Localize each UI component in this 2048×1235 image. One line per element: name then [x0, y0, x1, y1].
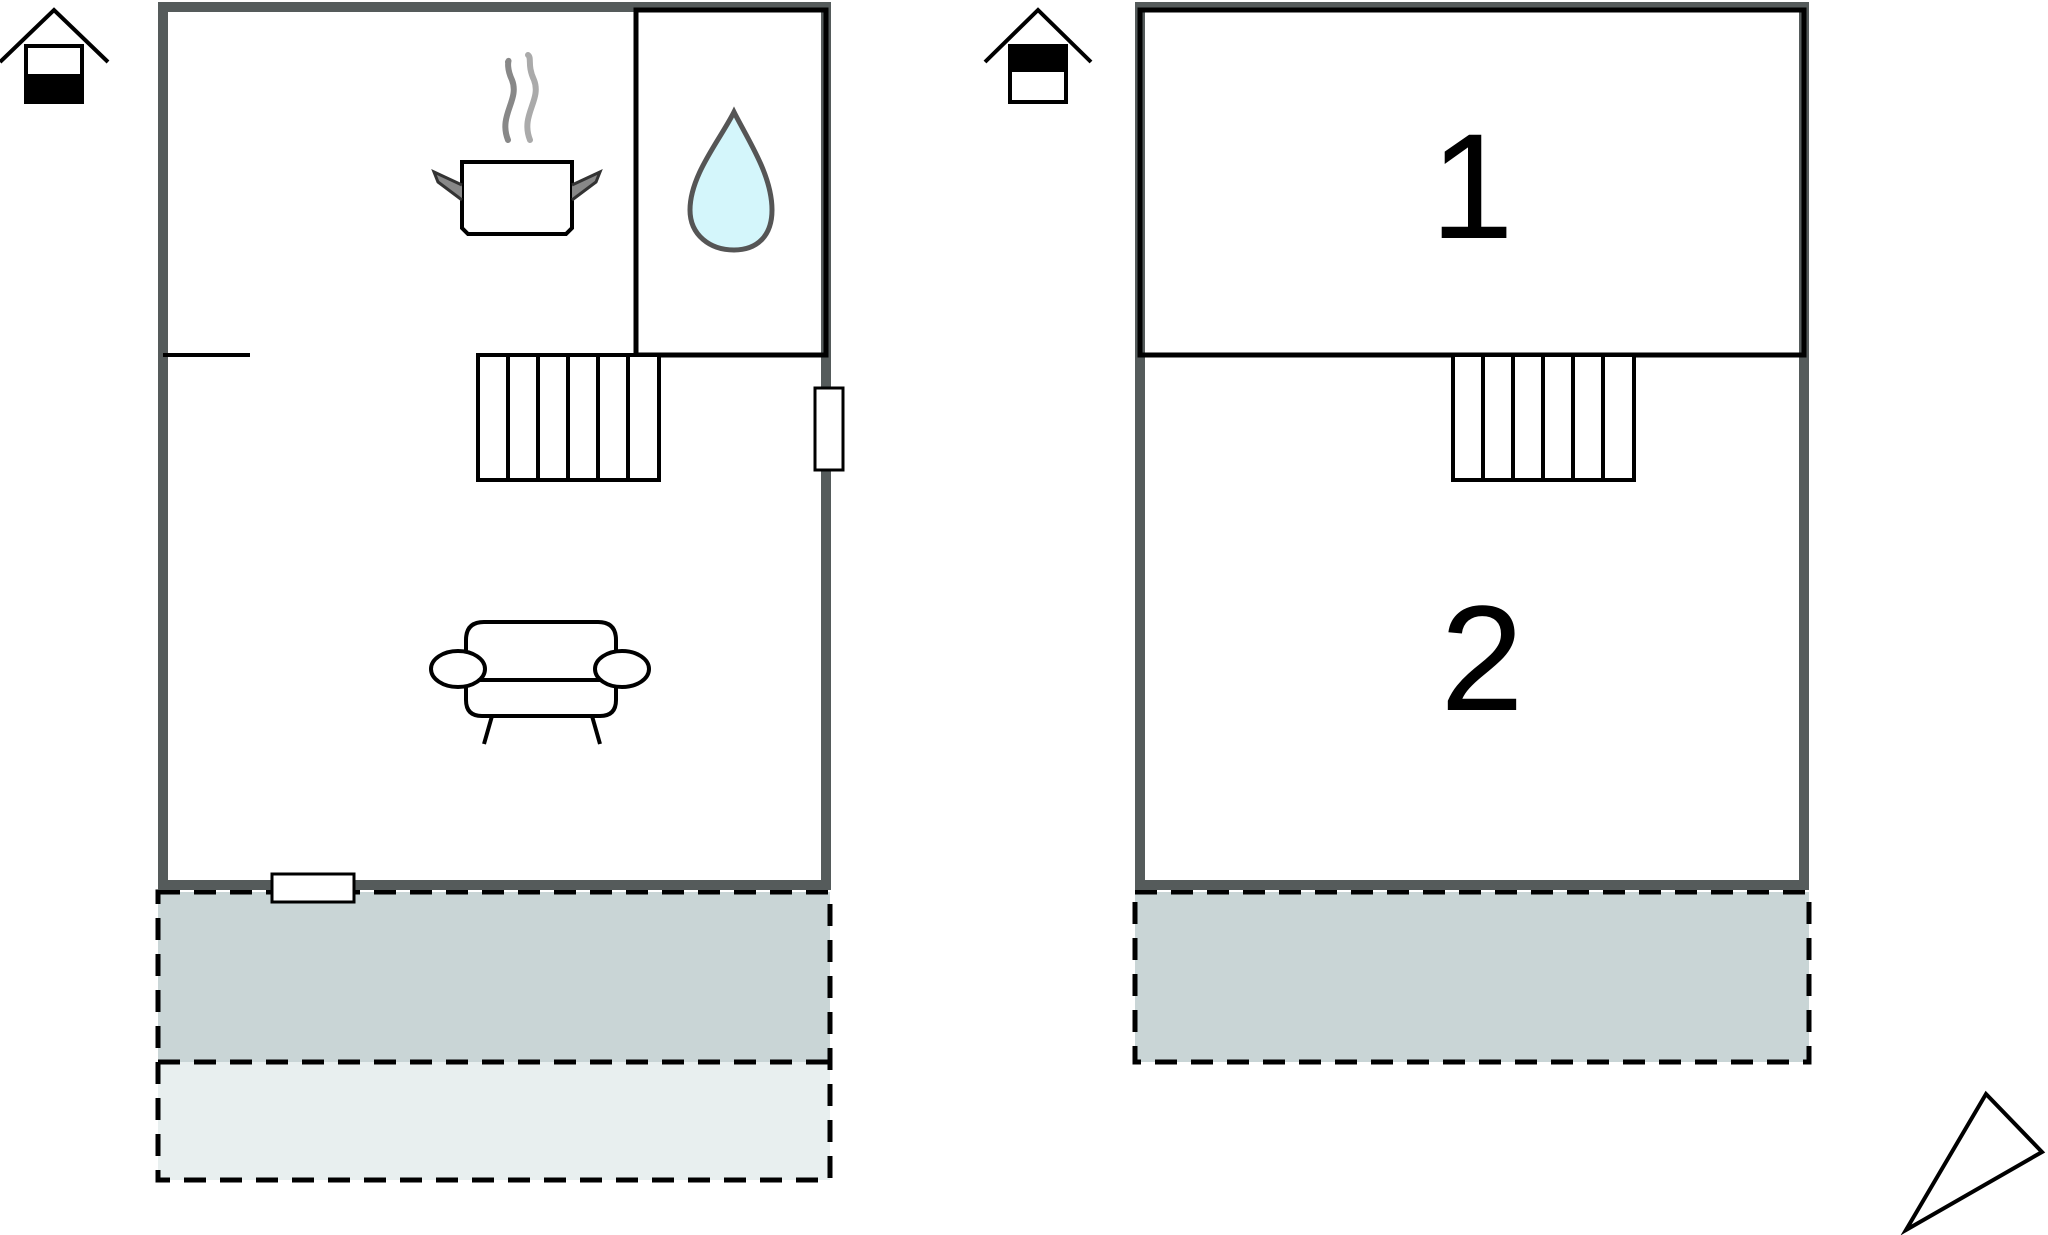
upper-floor-house-icon [983, 7, 1093, 104]
terrace-area [1135, 892, 1809, 1062]
upper-floor-plan: 1 2 [983, 2, 1812, 1065]
terrace-area-outer [158, 1062, 830, 1180]
terrace-outline [155, 889, 833, 1183]
room-1-label: 1 [1430, 102, 1513, 270]
terrace-area [158, 892, 830, 1062]
water-drop-icon [687, 106, 775, 253]
terrace-outline [1132, 889, 1812, 1065]
window-icon [270, 872, 356, 904]
room-2-label: 2 [1440, 574, 1523, 742]
ground-floor-plan [0, 2, 845, 1183]
stairs-icon [1451, 353, 1636, 482]
upper-floor-walls [1135, 2, 1809, 890]
compass-arrow-icon [1900, 1090, 2046, 1235]
sofa-icon [429, 620, 651, 745]
kitchen-pot-icon [431, 52, 603, 236]
bathroom [633, 7, 829, 358]
stairs-icon [476, 353, 661, 482]
window-icon [813, 386, 845, 472]
ground-floor-house-icon [0, 7, 110, 104]
